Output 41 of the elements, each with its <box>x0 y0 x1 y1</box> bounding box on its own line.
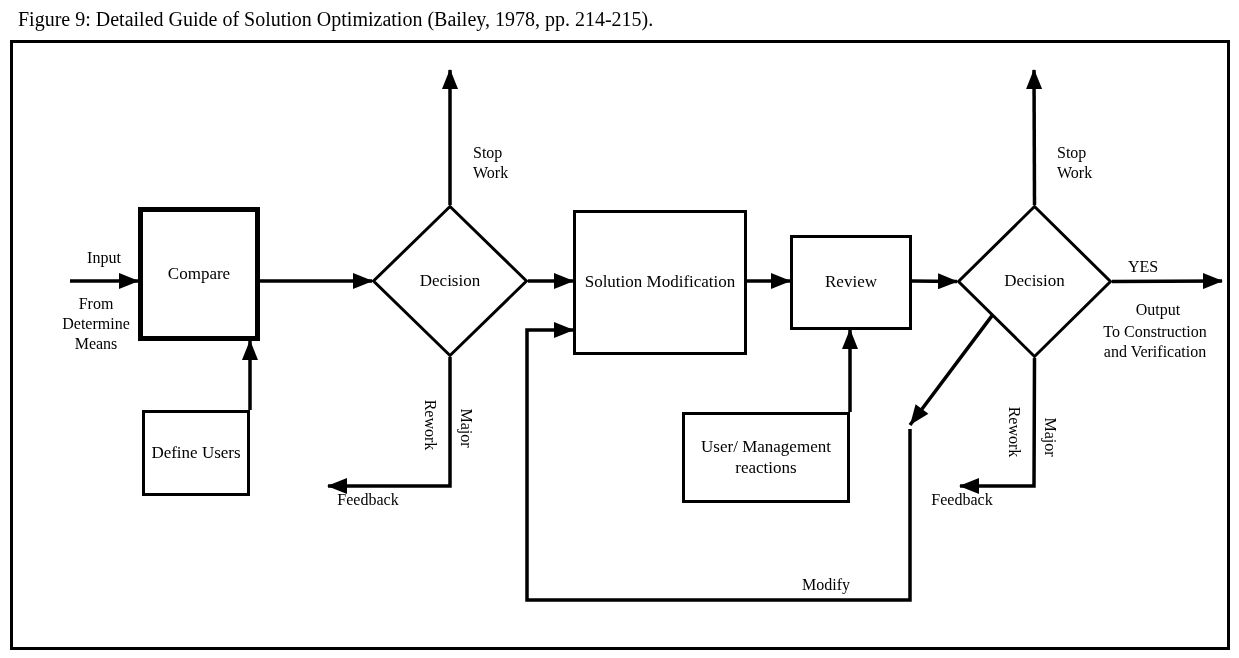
node-label: Compare <box>167 263 231 285</box>
node-label: Define Users <box>151 442 241 464</box>
note-label: To Construction and Verification <box>1102 322 1208 362</box>
process-box <box>138 207 260 341</box>
arrow <box>1026 69 1043 205</box>
edge-label: Stop Work <box>473 143 510 183</box>
note-label: Output <box>1134 300 1182 320</box>
process-box <box>790 235 912 330</box>
arrow <box>442 69 458 205</box>
edge-label: Feedback <box>336 490 400 510</box>
arrow <box>1112 273 1223 290</box>
rotated-label: Rework <box>421 398 440 453</box>
arrow <box>70 273 139 289</box>
edge-label: Stop Work <box>1057 143 1094 183</box>
process-box <box>573 210 747 355</box>
edge-label: Modify <box>801 575 851 595</box>
rotated-label: Major <box>456 407 476 450</box>
arrow <box>242 340 258 410</box>
figure-title: Figure 9: Detailed Guide of Solution Optimization (Bailey, 1978, pp. 214-215). <box>18 8 654 31</box>
process-box <box>142 410 250 496</box>
process-box <box>682 412 850 503</box>
arrow <box>525 314 994 602</box>
node-label: User/ Management reactions <box>700 437 832 478</box>
arrow <box>327 357 452 494</box>
rotated-label: Major <box>1040 416 1060 459</box>
node-label: Decision <box>1004 271 1065 292</box>
edge-label: Input <box>86 248 122 268</box>
edge-label: Feedback <box>930 490 994 510</box>
arrow <box>912 273 958 290</box>
arrow <box>747 273 791 289</box>
node-label: Solution Modification <box>584 272 736 293</box>
arrow <box>260 273 373 289</box>
decision-diamond <box>372 205 528 357</box>
node-label: Decision <box>419 270 481 292</box>
arrow <box>528 273 574 290</box>
arrow <box>959 358 1037 494</box>
edge-label: YES <box>1126 257 1160 277</box>
rotated-label: Rework <box>1005 405 1024 460</box>
node-label: Review <box>825 272 877 293</box>
arrow <box>842 329 858 412</box>
note-label: From Determine Means <box>61 294 131 354</box>
